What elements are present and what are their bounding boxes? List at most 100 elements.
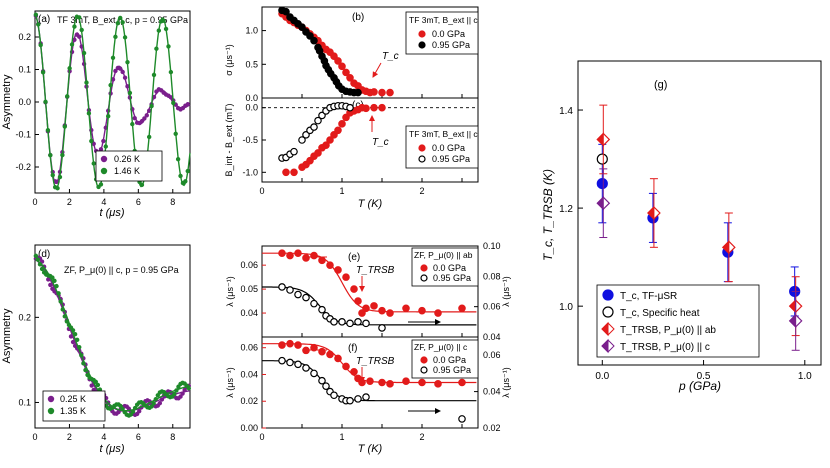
f-xtick-label: 2 — [419, 432, 424, 442]
a-ytick-label: 0.1 — [18, 65, 31, 75]
e-data-point — [354, 318, 362, 326]
a-data-point — [115, 21, 121, 26]
d-data-point — [81, 361, 86, 366]
b-data-point — [298, 23, 306, 32]
e-ytick-label: 0.04 — [240, 308, 258, 318]
c-data-point — [370, 103, 378, 112]
f-data-point — [378, 378, 386, 387]
a-data-point — [103, 144, 108, 149]
e-fit-line — [262, 286, 477, 326]
b-ylabel: σ (μs⁻¹) — [224, 44, 234, 75]
g-data-point-half — [722, 240, 730, 255]
a-xtick-label: 6 — [136, 197, 141, 207]
e-ytick-right-label: 0.04 — [483, 332, 501, 342]
g-frame — [577, 60, 822, 366]
d-data-point — [68, 325, 74, 330]
a-data-point — [118, 15, 123, 21]
b-data-point — [334, 57, 342, 65]
e-panel-label: (e) — [348, 252, 360, 263]
e-data-point — [370, 302, 378, 310]
g-xtick-label: 1.0 — [798, 371, 812, 382]
d-data-point — [46, 277, 51, 282]
c-data-point — [314, 149, 322, 157]
e-data-point — [402, 304, 410, 313]
a-data-point — [36, 22, 41, 27]
f-data-point — [458, 378, 466, 387]
a-data-point — [159, 88, 164, 93]
a-data-point — [113, 34, 118, 40]
g-legend — [596, 284, 760, 358]
a-data-point — [79, 27, 84, 33]
a-data-point — [122, 75, 128, 80]
a-data-point — [125, 84, 130, 89]
a-data-point — [62, 124, 67, 129]
b-data-point — [330, 52, 338, 61]
a-data-point — [132, 115, 137, 121]
f-data-point — [458, 415, 466, 423]
f-data-point — [334, 354, 342, 363]
a-data-point — [122, 35, 128, 40]
b-data-point — [338, 62, 346, 71]
e-legend-label: 0.0 GPa — [433, 263, 466, 273]
a-legend — [95, 150, 163, 182]
a-data-point — [72, 24, 77, 29]
d-data-point — [120, 406, 125, 412]
d-data-point — [74, 337, 80, 343]
f-data-point — [294, 360, 302, 369]
d-ytick-label: 0.1 — [18, 397, 31, 407]
e-data-point — [434, 309, 442, 317]
f-data-point — [346, 396, 354, 405]
c-xtick-label: 2 — [419, 186, 424, 196]
a-data-point — [65, 94, 70, 99]
f-ytick-label: 0.06 — [240, 343, 258, 353]
b-panel-label: (b) — [352, 12, 364, 23]
g-legend-label: T_TRSB, P_μ(0) || c — [620, 342, 710, 353]
f-data-point — [286, 339, 294, 348]
a-data-point — [38, 42, 43, 48]
d-data-point — [174, 388, 179, 393]
c-panel-label: (c) — [352, 100, 364, 111]
c-legend-title: TF 3mT, B_ext || c — [409, 129, 478, 139]
a-data-point — [57, 174, 63, 180]
e-data-point — [334, 266, 342, 274]
a-data-point — [185, 168, 190, 174]
g-legend-label: T_c, TF-μSR — [620, 291, 677, 302]
c-data-point — [334, 126, 342, 135]
b-legend-title: TF 3mT, B_ext || c — [409, 15, 478, 25]
a-data-point — [81, 50, 87, 56]
b-data-point — [342, 68, 350, 77]
d-panel-label: (d) — [38, 249, 50, 260]
a-data-point — [185, 102, 190, 107]
d-data-point — [35, 257, 41, 262]
f-data-point — [330, 391, 338, 400]
a-ylabel: Asymmetry — [1, 74, 13, 130]
b-tc-label: T_c — [382, 51, 399, 62]
f-data-point — [286, 358, 294, 367]
a-data-point — [105, 114, 111, 119]
f-data-point — [318, 347, 326, 356]
b-data-point — [306, 32, 314, 40]
a-data-point — [48, 153, 53, 158]
d-xtick-label: 8 — [170, 432, 175, 442]
e-data-point — [318, 305, 326, 314]
c-data-point — [298, 136, 306, 144]
d-data-point — [128, 412, 134, 417]
a-ytick-label: -0.2 — [15, 162, 31, 172]
e-data-point — [386, 309, 394, 317]
f-xlabel: T (K) — [358, 443, 383, 455]
a-data-point — [98, 147, 104, 152]
e-ylabel-right: λ (μs⁻¹) — [501, 276, 511, 306]
d-legend-marker — [47, 395, 55, 403]
f-data-point — [318, 376, 326, 385]
a-xlabel: t (μs) — [100, 207, 125, 219]
d-data-point — [79, 353, 84, 358]
a-ytick-label: -0.1 — [15, 130, 31, 140]
a-data-point — [146, 108, 152, 113]
b-data-point — [386, 88, 394, 97]
b-legend-label: 0.0 GPa — [432, 29, 465, 39]
e-data-point — [354, 297, 362, 305]
d-data-point — [159, 397, 165, 402]
f-data-point — [302, 364, 310, 372]
a-data-point — [125, 59, 130, 65]
e-data-point — [358, 309, 366, 317]
